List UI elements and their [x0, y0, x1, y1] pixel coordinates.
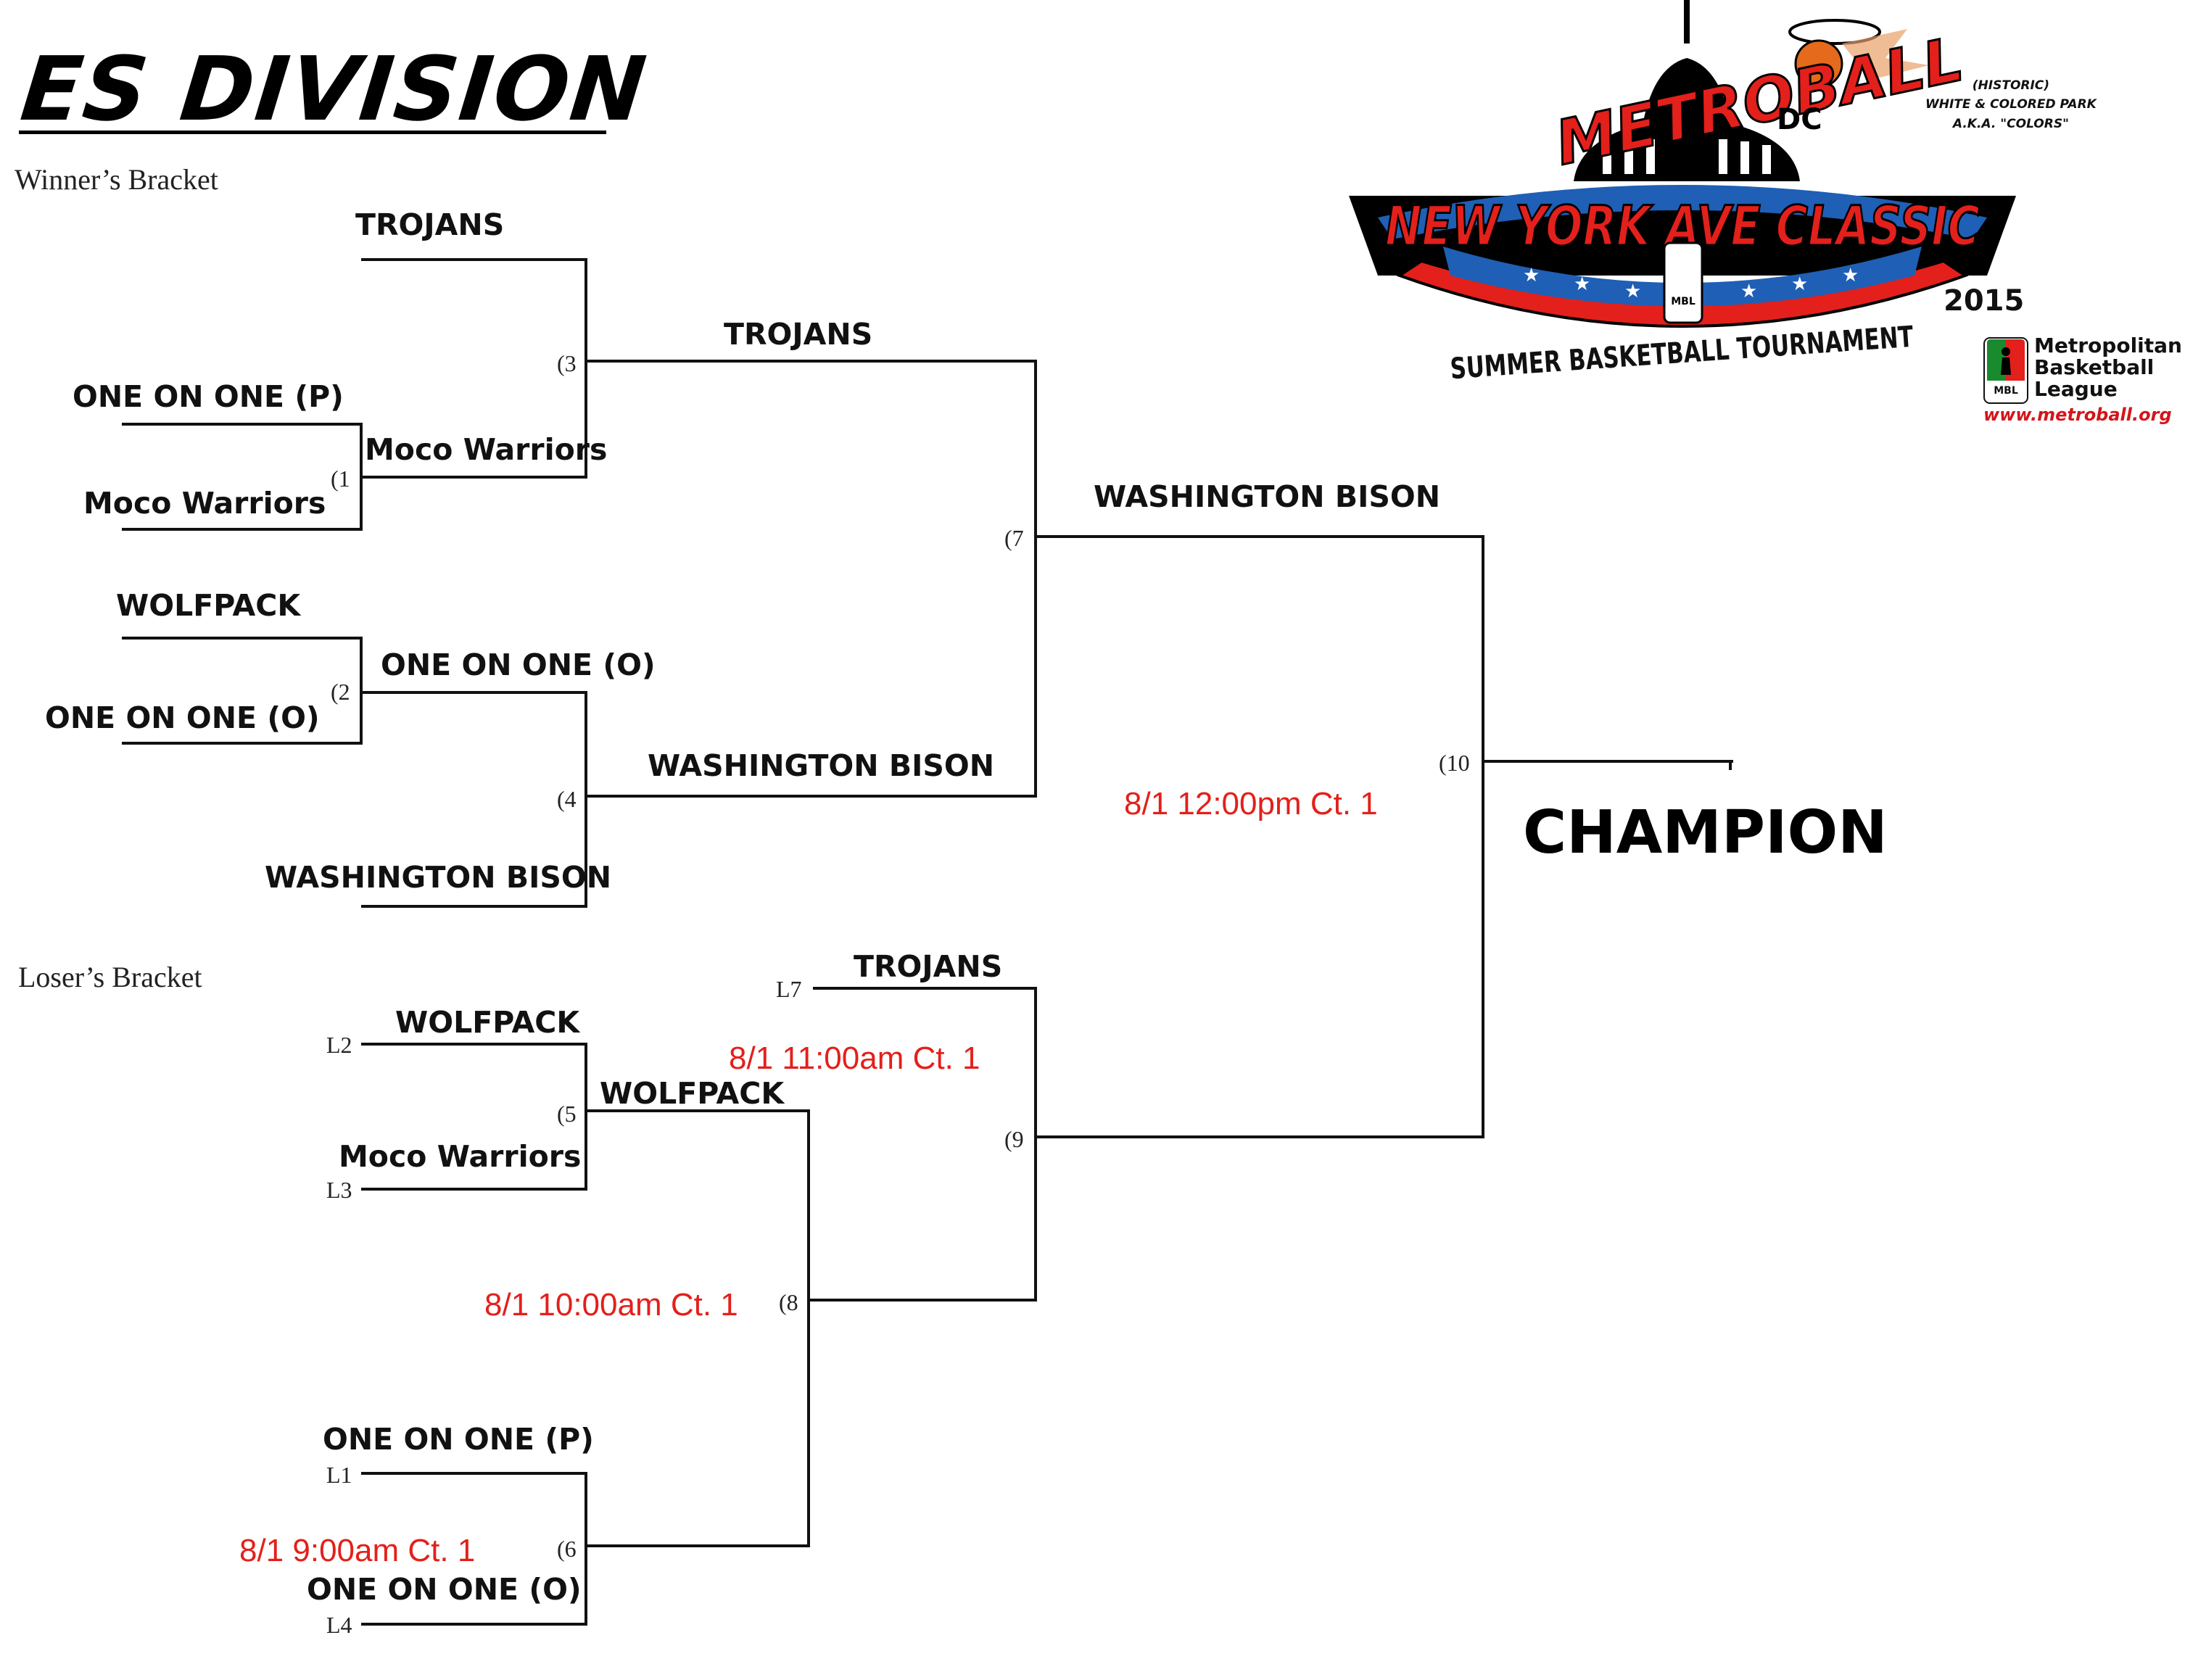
team-g7-winner: WASHINGTON BISON [1094, 479, 1441, 514]
svg-text:★: ★ [1740, 281, 1757, 302]
team-wolfpack-l2: WOLFPACK [395, 1005, 580, 1040]
bracket-line-g6 [361, 1472, 587, 1626]
team-one-on-one-o-l4: ONE ON ONE (O) [307, 1572, 582, 1607]
game-number-4: (4 [557, 786, 577, 812]
winners-bracket-label: Winner’s Bracket [15, 163, 218, 196]
game-number-6: (6 [557, 1536, 577, 1562]
team-one-on-one-p-l1: ONE ON ONE (P) [323, 1422, 594, 1457]
team-moco-warriors-r1: Moco Warriors [83, 486, 326, 521]
logo-year: 2015 [1944, 284, 2025, 318]
banner-blue-band [1378, 185, 1987, 239]
slot-l3: L3 [326, 1177, 352, 1203]
team-g2-winner: ONE ON ONE (O) [381, 647, 656, 682]
team-one-on-one-p-r1: ONE ON ONE (P) [73, 379, 344, 414]
tournament-logo: METROBALL DC ★★★ ★★★ NEW YORK AVE CLASSI… [1349, 0, 2016, 386]
hoop-rim [1788, 19, 1881, 45]
game-number-5: (5 [557, 1101, 577, 1127]
bracket-line-g7 [585, 360, 1037, 798]
team-trojans-l7: TROJANS [854, 949, 1003, 984]
mbl-league-badge-label: MBL [1994, 385, 2018, 397]
league-name-line-3: League [2034, 377, 2118, 402]
bracket-line-g5 [361, 1043, 587, 1191]
basketball-icon [1794, 39, 1843, 88]
team-washington-bison-r1: WASHINGTON BISON [265, 860, 612, 895]
svg-text:★: ★ [1624, 281, 1641, 302]
game-number-1: (1 [331, 465, 350, 492]
league-name-line-1: Metropolitan [2034, 334, 2182, 357]
bracket-line-g8 [585, 1109, 810, 1547]
league-name-line-2: Basketball [2034, 355, 2155, 380]
bracket-line-g4-left [361, 691, 587, 908]
logo-event: NEW YORK AVE CLASSIC [1385, 194, 1980, 258]
team-wolfpack-r1: WOLFPACK [116, 588, 301, 623]
game-number-2: (2 [331, 679, 350, 705]
bracket-line-g10 [1034, 535, 1484, 1138]
schedule-game-8: 8/1 10:00am Ct. 1 [484, 1287, 738, 1323]
schedule-game-6: 8/1 9:00am Ct. 1 [239, 1533, 476, 1568]
dome-spire [1684, 0, 1690, 44]
game-number-8: (8 [779, 1289, 798, 1315]
game-number-3: (3 [557, 350, 577, 376]
svg-text:★: ★ [1523, 265, 1540, 286]
bracket-line-g9-top [807, 987, 1037, 1302]
division-title: ES DIVISION [16, 38, 652, 141]
svg-text:★: ★ [1791, 273, 1808, 295]
logo-side-note: (HISTORIC) WHITE & COLORED PARK A.K.A. "… [1925, 76, 2097, 133]
game-number-10: (10 [1439, 750, 1470, 776]
bracket-line-g1 [122, 423, 363, 531]
logo-badge: MBL [1671, 296, 1695, 307]
team-trojans-r1: TROJANS [355, 207, 505, 242]
team-g3-winner: TROJANS [724, 317, 873, 352]
bracket-line-g2 [122, 637, 363, 745]
title-underline [19, 131, 606, 134]
league-name: Metropolitan Basketball League [2034, 334, 2182, 402]
slot-l4: L4 [326, 1612, 352, 1638]
logo-side-line-1: (HISTORIC) [1972, 78, 2050, 93]
team-g5-winner: WOLFPACK [600, 1076, 785, 1111]
banner-stars-field [1443, 247, 1922, 307]
logo-subtitle: SUMMER BASKETBALL TOURNAMENT [1449, 320, 1915, 386]
schedule-game-9: 8/1 11:00am Ct. 1 [729, 1040, 980, 1076]
bracket-line-g3-left [361, 258, 587, 479]
svg-text:★: ★ [1574, 273, 1590, 295]
slot-l7: L7 [776, 976, 802, 1002]
team-g4-winner: WASHINGTON BISON [648, 748, 995, 783]
champion-label: CHAMPION [1523, 798, 1888, 867]
team-g1-winner: Moco Warriors [365, 432, 608, 467]
mbl-badge [1663, 241, 1703, 324]
logo-side-line-2: WHITE & COLORED PARK [1925, 97, 2097, 112]
flame-icon [1842, 29, 1929, 80]
slot-l1: L1 [326, 1462, 352, 1488]
league-url-link[interactable]: www.metroball.org [1983, 405, 2172, 425]
team-moco-warriors-l3: Moco Warriors [339, 1139, 582, 1174]
team-one-on-one-o-r1: ONE ON ONE (O) [45, 700, 320, 735]
game-number-7: (7 [1004, 525, 1024, 551]
logo-side-line-3: A.K.A. "COLORS" [1952, 116, 2069, 131]
schedule-game-10: 8/1 12:00pm Ct. 1 [1124, 786, 1378, 822]
logo-brand-suffix: DC [1777, 103, 1822, 136]
game-number-9: (9 [1004, 1126, 1024, 1152]
losers-bracket-label: Loser’s Bracket [18, 961, 202, 993]
svg-text:★: ★ [1842, 265, 1859, 286]
mbl-league-badge: MBL [1983, 337, 2028, 404]
slot-l2: L2 [326, 1032, 352, 1058]
